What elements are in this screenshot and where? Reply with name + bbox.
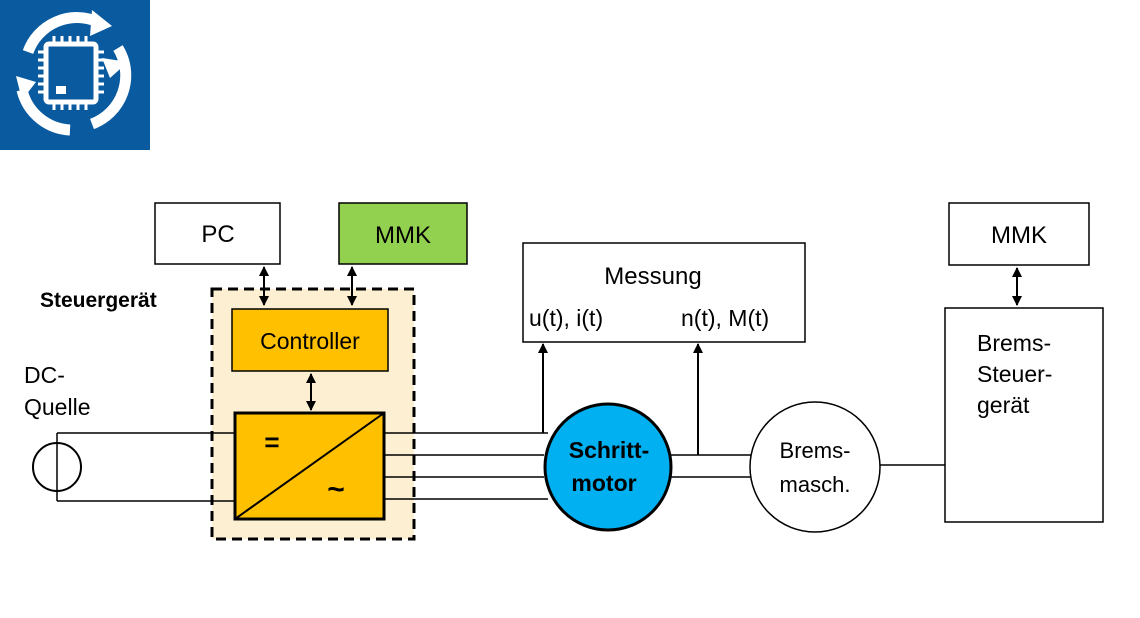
- steuergeraet-label: Steuergerät: [40, 289, 157, 312]
- shaft-lines: [670, 454, 752, 478]
- brake-controller-label-line3: gerät: [977, 392, 1030, 418]
- brake-machine-label-line1: Brems-: [780, 438, 851, 463]
- pc-label: PC: [201, 221, 234, 248]
- dc-source-symbol: [32, 432, 235, 502]
- messung-box: [522, 242, 806, 343]
- messung-title: Messung: [604, 263, 701, 290]
- brake-machine-label-line2: masch.: [780, 472, 851, 497]
- dc-source-label-line2: Quelle: [24, 394, 90, 420]
- pc-box: [154, 202, 281, 265]
- converter-diagonal: [234, 412, 385, 520]
- chip-cycle-icon: [16, 10, 132, 136]
- motor-label-line1: Schritt-: [569, 437, 650, 463]
- mmk-left-label: MMK: [375, 222, 431, 249]
- brake-machine: [749, 401, 881, 533]
- mmk-right-label: MMK: [991, 222, 1047, 249]
- logo: [0, 0, 150, 150]
- controller-label: Controller: [260, 328, 360, 354]
- converter-dc-symbol: =: [264, 427, 279, 457]
- brake-controller-label-line2: Steuer-: [977, 361, 1052, 387]
- messung-right-signals: n(t), M(t): [681, 305, 769, 331]
- mmk-right-box: [948, 202, 1090, 266]
- converter-ac-symbol: ~: [327, 473, 345, 506]
- motor-supply-lines: [384, 432, 548, 500]
- brake-controller-box: [944, 307, 1104, 523]
- brake-controller-label-line1: Brems-: [977, 330, 1051, 356]
- dc-source-label-line1: DC-: [24, 362, 65, 388]
- messung-left-signals: u(t), i(t): [529, 305, 603, 331]
- controller-box: [231, 308, 389, 372]
- motor-label-line2: motor: [571, 470, 636, 496]
- mmk-left-box: [338, 202, 468, 265]
- stepper-motor: [543, 402, 673, 532]
